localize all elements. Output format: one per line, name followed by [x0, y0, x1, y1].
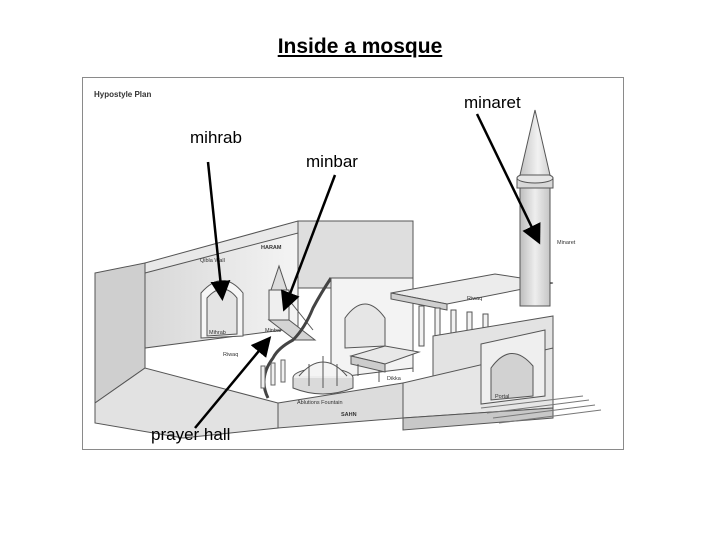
slide-title: Inside a mosque: [277, 35, 443, 58]
label-minbar: Minbar: [265, 328, 282, 334]
label-haram: HARAM: [261, 245, 282, 251]
callout-minbar: minbar: [306, 152, 358, 171]
minaret-tower: [516, 109, 554, 307]
haram-columns: [260, 359, 286, 389]
outer-left-wall: [94, 262, 279, 439]
label-sahn: SAHN: [341, 412, 357, 418]
label-mihrab: Mihrab: [209, 330, 226, 336]
label-portal: Portal: [495, 394, 509, 400]
callout-minaret: minaret: [464, 93, 521, 112]
label-minaret-small: Minaret: [557, 240, 576, 246]
minbar-arrow: [280, 174, 337, 312]
cutaway-edge: [262, 277, 333, 399]
label-qibla-wall: Qibla Wall: [200, 258, 225, 264]
minbar-structure: [267, 264, 317, 341]
portal-steps: [480, 395, 602, 424]
label-riwaq-left: Riwaq: [223, 352, 238, 358]
callout-prayer-hall: prayer hall: [151, 425, 231, 444]
mihrab-arrow: [206, 161, 231, 301]
callout-mihrab: mihrab: [190, 128, 242, 147]
ablutions-fountain: [292, 356, 354, 395]
label-dikka: Dikka: [387, 376, 402, 382]
plan-title: Hypostyle Plan: [94, 90, 152, 99]
dikka-platform: [349, 345, 421, 382]
prayer-hall-arrow: [194, 336, 272, 429]
label-riwaq-right: Riwaq: [467, 296, 482, 302]
minaret-arrow: [475, 113, 541, 245]
label-ablutions: Ablutions Fountain: [297, 400, 343, 406]
portal-entrance: [480, 329, 546, 405]
